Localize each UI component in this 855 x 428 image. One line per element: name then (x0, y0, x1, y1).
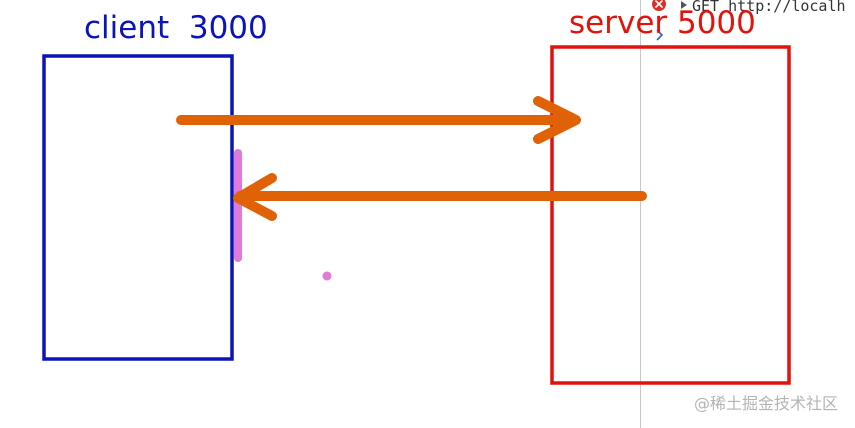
triangle-right-icon[interactable] (681, 1, 687, 9)
error-x-mark (655, 0, 663, 8)
response-arrow-head (233, 173, 277, 221)
server-label: server 5000 (569, 5, 756, 41)
chevron-right-icon (656, 29, 664, 41)
console-request-text: GET http://localh (692, 0, 846, 15)
server-box (550, 45, 791, 385)
client-box (42, 54, 234, 361)
console-entry[interactable]: GET http://localh (652, 0, 846, 41)
response-arrow (233, 173, 647, 221)
highlight-dot (322, 271, 332, 281)
client-label: client 3000 (84, 10, 268, 46)
error-circle-icon (652, 0, 666, 11)
request-arrow (176, 96, 581, 144)
request-arrow-head (533, 96, 581, 144)
watermark-text: @稀土掘金技术社区 (694, 394, 838, 413)
